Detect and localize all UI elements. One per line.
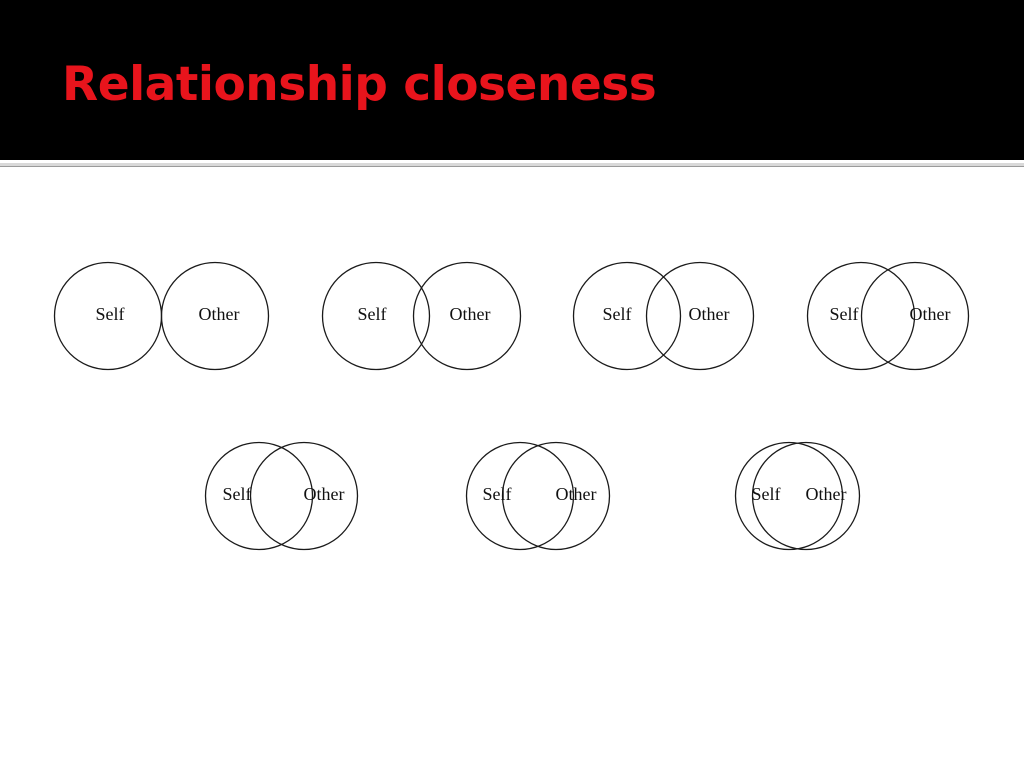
other-label: Other bbox=[806, 484, 847, 504]
closeness-diagram-2: Self Other bbox=[321, 261, 522, 371]
self-circle bbox=[465, 441, 575, 551]
self-label: Self bbox=[96, 304, 125, 324]
self-circle bbox=[734, 441, 844, 551]
closeness-diagram-7: Self Other bbox=[734, 441, 861, 551]
self-circle bbox=[806, 261, 916, 371]
self-label: Self bbox=[603, 304, 632, 324]
closeness-diagram-4: Self Other bbox=[806, 261, 970, 371]
other-label: Other bbox=[910, 304, 951, 324]
other-circle bbox=[860, 261, 970, 371]
other-label: Other bbox=[689, 304, 730, 324]
other-label: Other bbox=[450, 304, 491, 324]
closeness-diagram-3: Self Other bbox=[572, 261, 755, 371]
title-divider bbox=[0, 163, 1024, 167]
slide-title: Relationship closeness bbox=[62, 57, 657, 112]
closeness-diagram-1: Self Other bbox=[53, 261, 270, 371]
other-circle bbox=[249, 441, 359, 551]
self-circle bbox=[321, 261, 431, 371]
self-label: Self bbox=[358, 304, 387, 324]
other-circle bbox=[412, 261, 522, 371]
other-circle bbox=[751, 441, 861, 551]
self-circle bbox=[204, 441, 314, 551]
self-label: Self bbox=[752, 484, 781, 504]
closeness-diagram-6: Self Other bbox=[465, 441, 611, 551]
self-label: Self bbox=[223, 484, 252, 504]
title-bar: Relationship closeness bbox=[0, 0, 1024, 160]
self-label: Self bbox=[830, 304, 859, 324]
other-circle bbox=[160, 261, 270, 371]
other-circle bbox=[645, 261, 755, 371]
closeness-diagram-5: Self Other bbox=[204, 441, 359, 551]
other-label: Other bbox=[199, 304, 240, 324]
self-label: Self bbox=[483, 484, 512, 504]
other-label: Other bbox=[304, 484, 345, 504]
other-circle bbox=[501, 441, 611, 551]
other-label: Other bbox=[556, 484, 597, 504]
self-circle bbox=[572, 261, 682, 371]
